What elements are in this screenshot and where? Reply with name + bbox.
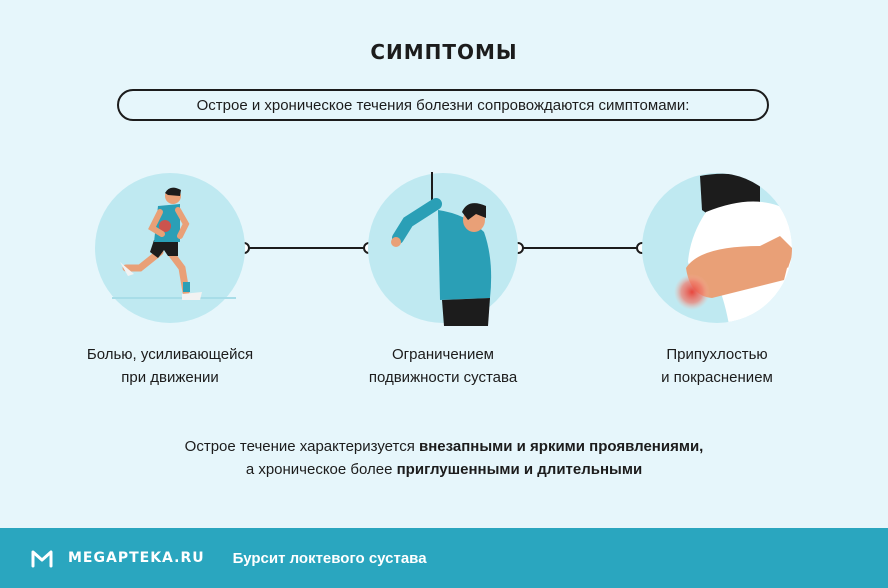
footer-bar: MEGAPTEKA.RU Бурсит локтевого сустава [0,528,888,588]
hanging-arm-man-icon [368,172,518,326]
summary-text: Острое течение характеризуется внезапным… [0,435,888,481]
summary-part-2: а хроническое более [245,461,397,478]
page-title: СИМПТОМЫ [370,40,518,64]
inflamed-elbow-icon [642,173,792,323]
summary-bold-1: внезапными и яркими проявлениями, [419,438,704,455]
symptom-label-mobility: Ограничением подвижности сустава [368,346,518,386]
brand-name[interactable]: MEGAPTEKA.RU [68,550,205,566]
connector-1 [238,242,375,254]
article-title: Бурсит локтевого сустава [232,549,427,567]
symptom-label-swelling: Припухлостью и покраснением [661,346,773,386]
summary-bold-2: приглушенными и длительными [396,461,643,478]
connector-2 [512,242,648,254]
intro-banner: Острое и хроническое течения болезни соп… [117,89,769,121]
megapteka-logo-icon [31,550,53,568]
symptom-label-pain: Болью, усиливающейся при движении [86,346,254,386]
running-man-icon [95,173,245,323]
summary-part-1: Острое течение характеризуется [184,438,420,455]
